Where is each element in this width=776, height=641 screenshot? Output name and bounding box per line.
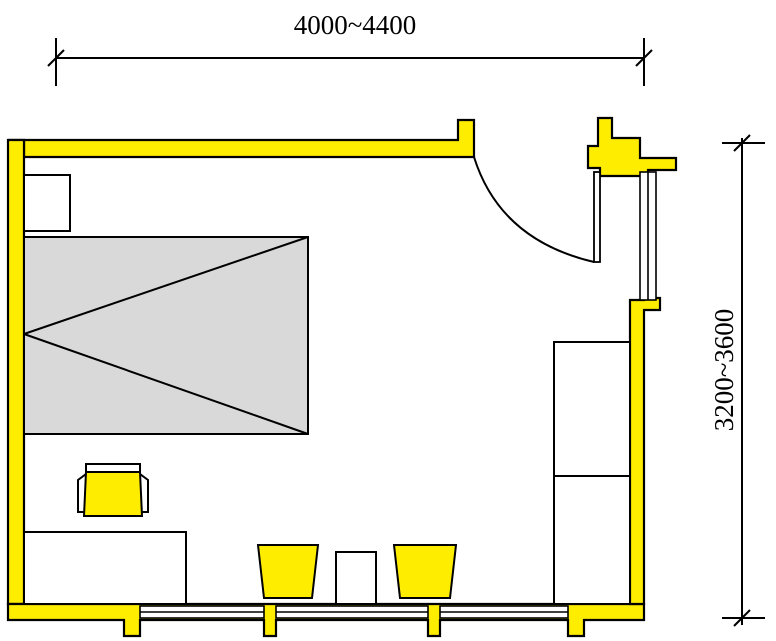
right-wall (628, 296, 662, 606)
small-cabinet (335, 551, 377, 605)
top-wall (8, 118, 476, 159)
height-dimension: 3200~3600 (709, 134, 765, 627)
desk (23, 531, 187, 605)
width-dimension: 4000~4400 (47, 10, 653, 86)
windows (139, 605, 569, 619)
door-jamb-wall (586, 116, 678, 178)
side-window (639, 171, 657, 301)
armchair (77, 463, 149, 517)
door (473, 156, 601, 263)
bed (23, 236, 309, 435)
width-label: 4000~4400 (294, 10, 417, 40)
left-planter (256, 544, 320, 599)
height-label: 3200~3600 (709, 309, 739, 432)
right-planter (392, 544, 458, 599)
left-wall (6, 138, 26, 606)
wardrobe (553, 341, 631, 605)
nightstand (23, 174, 71, 232)
